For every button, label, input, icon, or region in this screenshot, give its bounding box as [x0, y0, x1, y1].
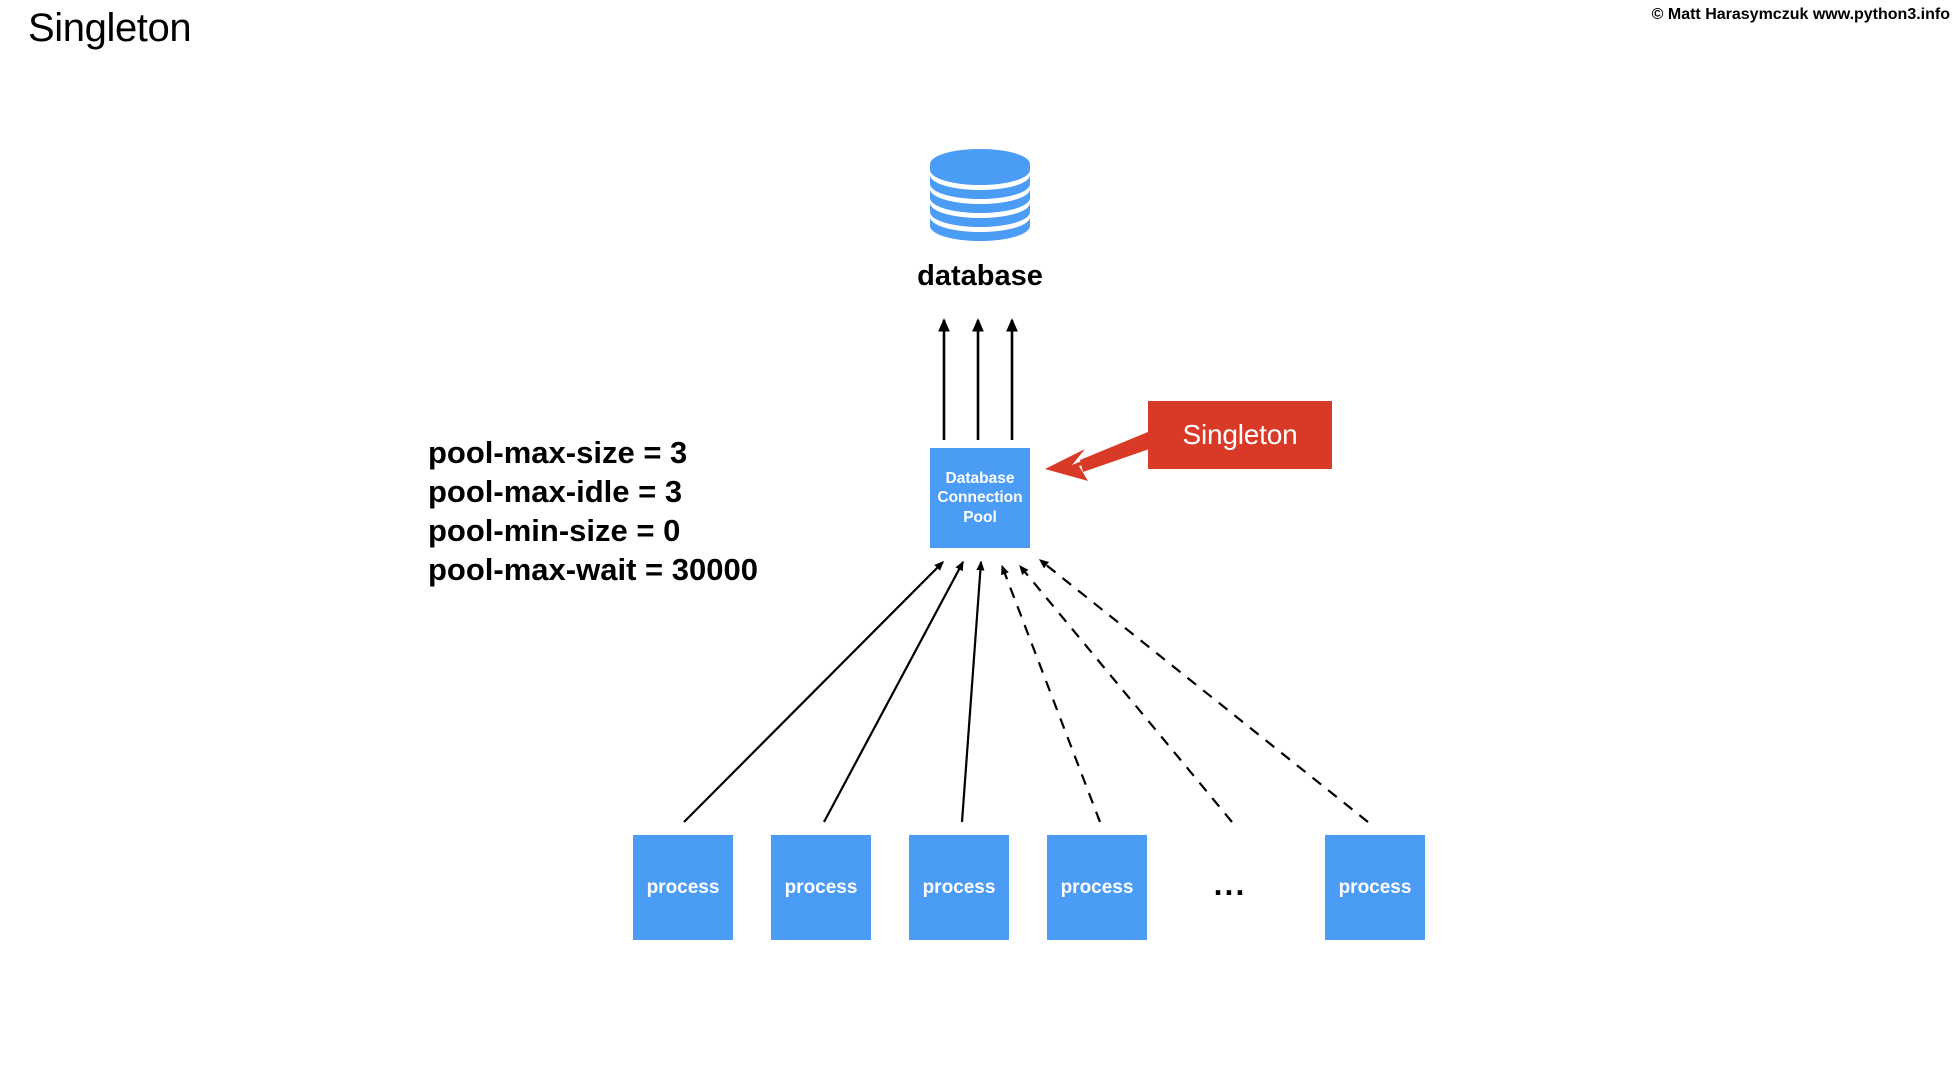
process-label: process — [922, 876, 996, 898]
process-connector-1 — [683, 561, 944, 823]
config-line-pool-max-size: pool-max-size = 3 — [428, 435, 688, 470]
singleton-callout-label: Singleton — [1182, 419, 1298, 450]
database-connection-pool-node: Database Connection Pool — [930, 448, 1030, 548]
database-label: database — [917, 260, 1043, 292]
singleton-callout: Singleton — [1148, 401, 1332, 469]
pool-config-block: pool-max-size = 3 pool-max-idle = 3 pool… — [428, 433, 758, 589]
process-node-5: process — [1325, 835, 1425, 940]
process-connector-2 — [823, 560, 964, 823]
process-node-2: process — [771, 835, 871, 940]
copyright-notice: © Matt Harasymczuk www.python3.info — [1651, 6, 1950, 23]
process-connector-3 — [960, 560, 985, 823]
process-label: process — [646, 876, 720, 898]
process-node-4: process — [1047, 835, 1147, 940]
config-line-pool-min-size: pool-min-size = 0 — [428, 513, 681, 548]
process-label: process — [784, 876, 858, 898]
process-ellipsis: ... — [1213, 866, 1247, 902]
process-to-pool-solid-connectors — [683, 560, 985, 823]
process-connector-6 — [1038, 559, 1369, 823]
database-connection-pool-label: Database Connection Pool — [937, 470, 1023, 526]
process-connector-5 — [1019, 564, 1233, 823]
process-to-pool-dashed-connectors — [1000, 559, 1369, 823]
database-node — [928, 148, 1032, 246]
config-line-pool-max-idle: pool-max-idle = 3 — [428, 474, 683, 509]
singleton-callout-arrow — [1045, 427, 1166, 481]
process-node-3: process — [909, 835, 1009, 940]
process-label: process — [1060, 876, 1134, 898]
page-title: Singleton — [28, 6, 192, 50]
database-cylinder-icon — [930, 149, 1030, 241]
process-label: process — [1338, 876, 1412, 898]
config-line-pool-max-wait: pool-max-wait = 30000 — [428, 552, 758, 587]
process-node-1: process — [633, 835, 733, 940]
process-connector-4 — [1000, 564, 1102, 823]
pool-to-database-arrows — [938, 318, 1018, 440]
